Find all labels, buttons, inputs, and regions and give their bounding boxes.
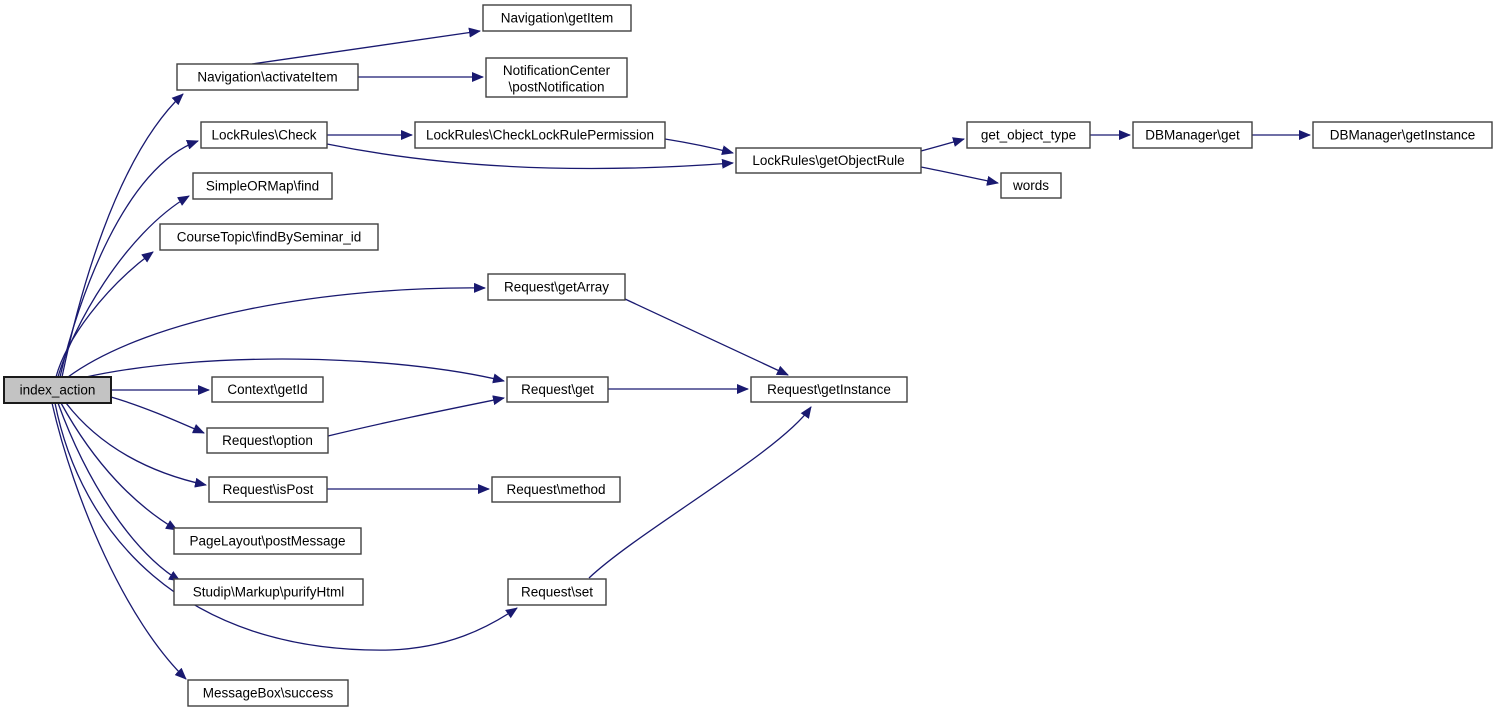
node-request-getinstance-box[interactable] xyxy=(750,376,908,403)
node-dbmanager-get-label: DBManager\get xyxy=(1145,128,1240,143)
node-dbmanager-get: DBManager\get xyxy=(1132,121,1253,149)
node-request-set-label: Request\set xyxy=(521,585,593,600)
node-context-getid: Context\getId xyxy=(211,376,324,403)
node-navigation-getitem-label: Navigation\getItem xyxy=(501,11,614,26)
node-lockrules-check-box[interactable] xyxy=(200,121,328,149)
node-request-method-label: Request\method xyxy=(506,482,605,497)
edge-index-action-to-pagelayout-postmessage xyxy=(60,402,178,531)
node-request-option-box[interactable] xyxy=(206,427,329,454)
node-pagelayout-postmessage-label: PageLayout\postMessage xyxy=(189,534,345,549)
node-dbmanager-get-box[interactable] xyxy=(1132,121,1253,149)
node-index-action: index_action xyxy=(3,376,112,404)
node-messagebox-success: MessageBox\success xyxy=(187,679,349,707)
node-navigation-getitem-box[interactable] xyxy=(482,4,632,32)
node-request-ispost-box[interactable] xyxy=(208,476,328,503)
node-words-label: words xyxy=(1012,178,1049,193)
edge-index-action-to-request-get xyxy=(85,358,505,384)
edge-index-action-to-messagebox-success xyxy=(51,402,187,680)
node-notificationcenter-postnotification-box[interactable] xyxy=(485,57,628,98)
node-studip-markup-purifyhtml-box[interactable] xyxy=(173,578,364,606)
node-lockrules-check-label: LockRules\Check xyxy=(211,128,316,143)
node-request-get-box[interactable] xyxy=(506,376,609,403)
node-lockrules-check: LockRules\Check xyxy=(200,121,328,149)
edge-request-set-to-request-getinstance xyxy=(588,406,812,579)
node-navigation-activateitem-label: Navigation\activateItem xyxy=(197,70,337,85)
node-navigation-activateitem-box[interactable] xyxy=(176,63,359,91)
edge-layer xyxy=(51,27,1311,680)
node-request-getarray: Request\getArray xyxy=(487,273,626,301)
node-lockrules-checklockrulepermission-box[interactable] xyxy=(414,121,666,149)
node-context-getid-box[interactable] xyxy=(211,376,324,403)
edge-index-action-to-request-getarray xyxy=(67,282,486,378)
node-coursetopic-findbyseminar-id-label: CourseTopic\findBySeminar_id xyxy=(177,230,362,245)
node-dbmanager-getinstance-box[interactable] xyxy=(1312,121,1493,149)
node-request-method-box[interactable] xyxy=(491,476,621,503)
node-request-getarray-box[interactable] xyxy=(487,273,626,301)
edge-index-action-to-studip-markup-purifyhtml xyxy=(57,402,181,582)
node-request-option-label: Request\option xyxy=(222,433,313,448)
node-notificationcenter-postnotification: NotificationCenter \postNotification xyxy=(485,57,628,98)
edge-index-action-to-request-option xyxy=(110,396,205,434)
edge-index-action-to-simpleormap-find xyxy=(57,195,190,378)
edge-index-action-to-request-set xyxy=(54,402,518,651)
node-get-object-type-label: get_object_type xyxy=(981,128,1076,143)
node-notificationcenter-postnotification-label-line1: NotificationCenter xyxy=(503,63,611,78)
node-simpleormap-find: SimpleORMap\find xyxy=(192,172,333,200)
edge-request-getarray-to-request-getinstance xyxy=(624,298,789,376)
edge-lockrules-getobjectrule-to-words xyxy=(920,166,999,186)
edge-lockrules-getobjectrule-to-get-object-type xyxy=(920,137,965,152)
node-coursetopic-findbyseminar-id: CourseTopic\findBySeminar_id xyxy=(159,223,379,251)
node-pagelayout-postmessage: PageLayout\postMessage xyxy=(173,527,362,555)
edge-index-action-to-request-ispost xyxy=(65,402,207,488)
node-studip-markup-purifyhtml-label: Studip\Markup\purifyHtml xyxy=(193,585,345,600)
node-request-get: Request\get xyxy=(506,376,609,403)
node-navigation-getitem: Navigation\getItem xyxy=(482,4,632,32)
node-request-set: Request\set xyxy=(507,578,607,606)
node-dbmanager-getinstance: DBManager\getInstance xyxy=(1312,121,1493,149)
node-request-getinstance-label: Request\getInstance xyxy=(767,382,891,397)
node-request-getarray-label: Request\getArray xyxy=(504,280,609,295)
node-get-object-type-box[interactable] xyxy=(966,121,1091,149)
node-studip-markup-purifyhtml: Studip\Markup\purifyHtml xyxy=(173,578,364,606)
node-request-ispost-label: Request\isPost xyxy=(223,482,314,497)
node-request-getinstance: Request\getInstance xyxy=(750,376,908,403)
node-dbmanager-getinstance-label: DBManager\getInstance xyxy=(1330,128,1476,143)
node-lockrules-checklockrulepermission-label: LockRules\CheckLockRulePermission xyxy=(426,128,654,143)
node-context-getid-label: Context\getId xyxy=(227,382,307,397)
node-words: words xyxy=(1000,172,1062,199)
node-lockrules-getobjectrule-label: LockRules\getObjectRule xyxy=(752,153,904,168)
edge-index-action-to-lockrules-check xyxy=(59,139,199,378)
node-index-action-box[interactable] xyxy=(3,376,112,404)
node-lockrules-checklockrulepermission: LockRules\CheckLockRulePermission xyxy=(414,121,666,149)
node-lockrules-getobjectrule: LockRules\getObjectRule xyxy=(735,147,922,174)
node-pagelayout-postmessage-box[interactable] xyxy=(173,527,362,555)
node-simpleormap-find-box[interactable] xyxy=(192,172,333,200)
edge-index-action-to-coursetopic-findbyseminar-id xyxy=(55,251,154,378)
node-get-object-type: get_object_type xyxy=(966,121,1091,149)
node-lockrules-getobjectrule-box[interactable] xyxy=(735,147,922,174)
node-simpleormap-find-label: SimpleORMap\find xyxy=(206,179,319,194)
node-messagebox-success-box[interactable] xyxy=(187,679,349,707)
edge-navigation-activateitem-to-navigation-getitem xyxy=(251,27,481,65)
node-index-action-label: index_action xyxy=(20,383,96,398)
node-messagebox-success-label: MessageBox\success xyxy=(203,686,334,701)
node-coursetopic-findbyseminar-id-box[interactable] xyxy=(159,223,379,251)
edge-lockrules-check-to-lockrules-getobjectrule xyxy=(326,143,734,170)
node-navigation-activateitem: Navigation\activateItem xyxy=(176,63,359,91)
node-request-method: Request\method xyxy=(491,476,621,503)
edge-lockrules-checklockrulepermission-to-lockrules-getobjectrule xyxy=(664,138,734,156)
node-request-ispost: Request\isPost xyxy=(208,476,328,503)
node-request-set-box[interactable] xyxy=(507,578,607,606)
node-words-box[interactable] xyxy=(1000,172,1062,199)
node-notificationcenter-postnotification-label-line2: \postNotification xyxy=(508,80,604,95)
edge-request-option-to-request-get xyxy=(327,395,505,437)
node-request-option: Request\option xyxy=(206,427,329,454)
node-request-get-label: Request\get xyxy=(521,382,594,397)
